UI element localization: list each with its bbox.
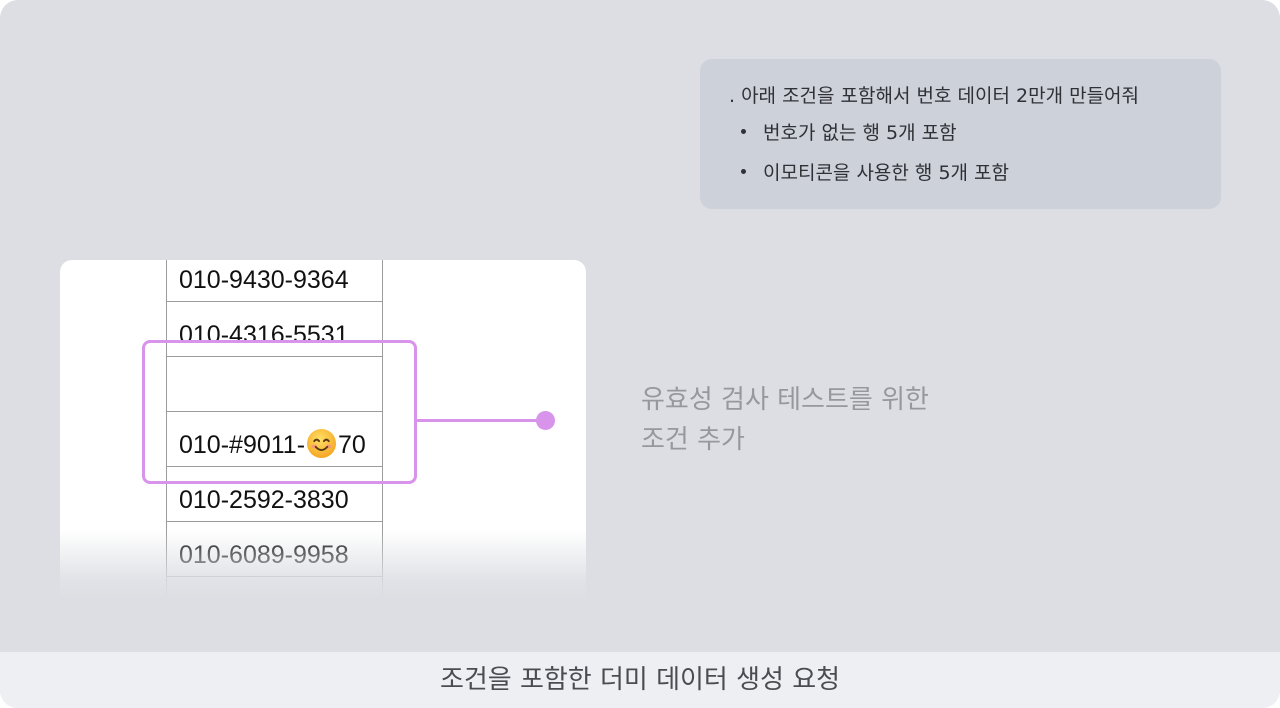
- caption-text: 조건을 포함한 더미 데이터 생성 요청: [439, 665, 841, 695]
- prompt-main-text: . 아래 조건을 포함해서 번호 데이터 2만개 만들어줘: [729, 85, 1140, 107]
- bullet-dot-icon: [741, 169, 746, 174]
- table-row[interactable]: 010-2592-3830: [167, 467, 382, 522]
- annotation-line-1: 유효성 검사 테스트를 위한: [641, 385, 929, 415]
- cell-value: 010-7163-2074: [179, 596, 349, 600]
- cell-value: 010-4316-5531: [179, 321, 349, 349]
- prompt-bullet-1: 번호가 없는 행 5개 포함: [741, 120, 957, 146]
- table-row[interactable]: 010-9430-9364: [167, 260, 382, 302]
- cell-value: 010-6089-9958: [179, 541, 349, 569]
- cell-value: 010-9430-9364: [179, 266, 349, 294]
- cell-value-suffix: 70: [338, 431, 366, 459]
- table-row[interactable]: 010-7163-2074: [167, 577, 382, 600]
- table-row-emoji[interactable]: 010-#9011- 70: [167, 412, 382, 467]
- prompt-bullet-2: 이모티콘을 사용한 행 5개 포함: [741, 160, 1009, 186]
- table-row[interactable]: 010-4316-5531: [167, 302, 382, 357]
- annotation-line-2: 조건 추가: [641, 425, 745, 455]
- prompt-bullet-2-text: 이모티콘을 사용한 행 5개 포함: [763, 162, 1010, 184]
- cell-value-prefix: 010-#9011-: [179, 431, 306, 459]
- prompt-bullet-1-text: 번호가 없는 행 5개 포함: [763, 122, 957, 144]
- highlight-box: [142, 340, 417, 484]
- connector-line: [417, 419, 545, 422]
- bullet-dot-icon: [741, 129, 746, 134]
- table-row-empty[interactable]: [167, 357, 382, 412]
- smiling-face-emoji-icon: [307, 428, 337, 459]
- connector-dot-icon: [536, 411, 555, 430]
- cell-value: 010-2592-3830: [179, 486, 349, 514]
- caption-bar: 조건을 포함한 더미 데이터 생성 요청: [0, 652, 1280, 708]
- cell-value-emoji: 010-#9011- 70: [179, 428, 366, 460]
- annotation-text: 유효성 검사 테스트를 위한 조건 추가: [641, 380, 929, 460]
- prompt-bubble: . 아래 조건을 포함해서 번호 데이터 2만개 만들어줘 번호가 없는 행 5…: [700, 59, 1221, 209]
- table-row[interactable]: 010-6089-9958: [167, 522, 382, 577]
